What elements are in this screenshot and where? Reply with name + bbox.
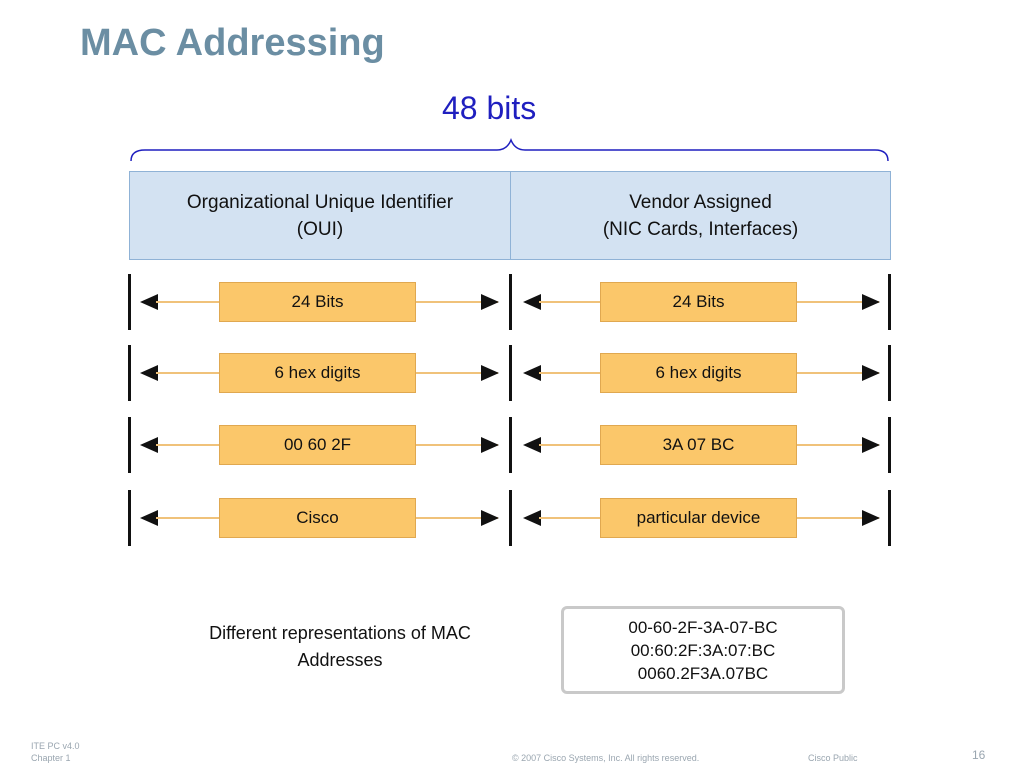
arrow-left-icon xyxy=(140,510,158,526)
oui-value-box: 00 60 2F xyxy=(219,425,416,465)
vendor-header-title: Vendor Assigned xyxy=(629,191,772,213)
left-boundary-tick xyxy=(128,417,131,473)
representations-label: Different representations of MAC Address… xyxy=(190,620,490,674)
arrow-right-icon xyxy=(481,437,499,453)
arrow-left-icon xyxy=(140,437,158,453)
arrow-left-icon xyxy=(523,365,541,381)
footer-chapter: Chapter 1 xyxy=(31,753,71,763)
arrow-left-icon xyxy=(523,510,541,526)
middle-boundary-tick xyxy=(509,490,512,546)
arrow-right-icon xyxy=(862,510,880,526)
right-boundary-tick xyxy=(888,345,891,401)
footer-classification: Cisco Public xyxy=(808,753,858,763)
vendor-header-cell: Vendor Assigned (NIC Cards, Interfaces) xyxy=(510,171,891,260)
arrow-right-icon xyxy=(862,365,880,381)
mac-format-dotted: 0060.2F3A.07BC xyxy=(637,663,769,683)
vendor-hex-box: 6 hex digits xyxy=(600,353,797,393)
arrow-right-icon xyxy=(862,437,880,453)
slide-title: MAC Addressing xyxy=(80,22,385,64)
vendor-header-subtitle: (NIC Cards, Interfaces) xyxy=(602,218,799,240)
arrow-right-icon xyxy=(481,294,499,310)
left-boundary-tick xyxy=(128,345,131,401)
vendor-value-box: 3A 07 BC xyxy=(600,425,797,465)
meaning-row: Cisco particular device xyxy=(0,490,1024,550)
middle-boundary-tick xyxy=(509,417,512,473)
oui-header-title: Organizational Unique Identifier xyxy=(186,191,454,213)
mac-formats-box: 00-60-2F-3A-07-BC 00:60:2F:3A:07:BC 0060… xyxy=(561,606,845,694)
footer-copyright: © 2007 Cisco Systems, Inc. All rights re… xyxy=(512,753,700,763)
total-bits-label: 48 bits xyxy=(442,90,537,126)
arrow-right-icon xyxy=(481,365,499,381)
arrow-left-icon xyxy=(523,294,541,310)
arrow-right-icon xyxy=(862,294,880,310)
bits-row: 24 Bits 24 Bits xyxy=(0,274,1024,334)
right-boundary-tick xyxy=(888,490,891,546)
middle-boundary-tick xyxy=(509,274,512,330)
left-boundary-tick xyxy=(128,274,131,330)
arrow-left-icon xyxy=(523,437,541,453)
representations-label-line1: Different representations of MAC xyxy=(209,623,471,643)
arrow-right-icon xyxy=(481,510,499,526)
mac-format-colon: 00:60:2F:3A:07:BC xyxy=(630,640,776,660)
footer-page-number: 16 xyxy=(972,748,986,762)
oui-hex-box: 6 hex digits xyxy=(219,353,416,393)
middle-boundary-tick xyxy=(509,345,512,401)
arrow-left-icon xyxy=(140,365,158,381)
vendor-bits-box: 24 Bits xyxy=(600,282,797,322)
oui-meaning-box: Cisco xyxy=(219,498,416,538)
oui-header-cell: Organizational Unique Identifier (OUI) xyxy=(129,171,511,260)
left-boundary-tick xyxy=(128,490,131,546)
oui-bits-box: 24 Bits xyxy=(219,282,416,322)
right-boundary-tick xyxy=(888,274,891,330)
hex-value-row: 00 60 2F 3A 07 BC xyxy=(0,417,1024,477)
footer-course: ITE PC v4.0 xyxy=(31,741,80,751)
arrow-left-icon xyxy=(140,294,158,310)
vendor-meaning-box: particular device xyxy=(600,498,797,538)
mac-format-hyphen: 00-60-2F-3A-07-BC xyxy=(628,617,778,637)
right-boundary-tick xyxy=(888,417,891,473)
hex-digits-row: 6 hex digits 6 hex digits xyxy=(0,345,1024,405)
brace-bracket xyxy=(130,137,889,162)
representations-label-line2: Addresses xyxy=(297,650,383,670)
oui-header-subtitle: (OUI) xyxy=(296,218,344,240)
